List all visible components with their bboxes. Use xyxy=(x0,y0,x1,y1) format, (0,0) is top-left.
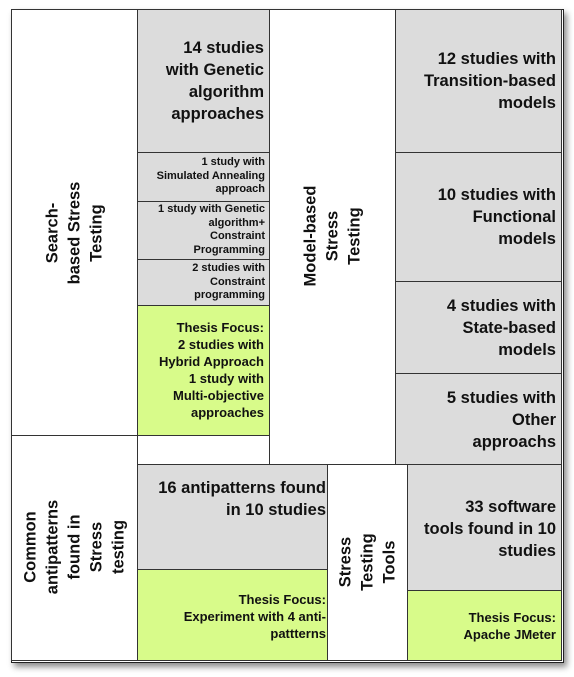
tools-thesis-focus-cell xyxy=(407,590,562,661)
constraint-programming-text: 2 studies with Constraint programming xyxy=(192,262,265,301)
simulated-annealing-cell xyxy=(137,152,270,202)
model-based-header-cell xyxy=(269,9,396,465)
functional-models-text: 10 studies with Functional models xyxy=(437,186,556,248)
simulated-annealing-text: 1 study with Simulated Annealing approac… xyxy=(156,156,265,195)
model-based-heading: Model-based Stress Testing xyxy=(301,185,364,287)
other-approaches-text: 5 studies with Other approachs xyxy=(446,389,556,451)
antipatterns-thesis-focus-text: Thesis Focus: Experiment with 4 anti- pa… xyxy=(183,592,326,641)
state-models-text: 4 studies with State-based models xyxy=(446,297,556,359)
antipatterns-heading: Common antipatterns found in Stress test… xyxy=(21,499,128,595)
antipatterns-thesis-focus-cell xyxy=(137,569,328,661)
tools-heading: Stress Testing Tools xyxy=(336,533,399,591)
search-thesis-focus-cell xyxy=(137,305,270,436)
search-based-heading: Search- based Stress Testing xyxy=(43,181,106,285)
transition-models-text: 12 studies with Transition-based models xyxy=(423,50,556,112)
functional-models-cell xyxy=(395,152,562,282)
search-based-header-cell xyxy=(11,9,138,436)
search-thesis-focus-text: Thesis Focus: 2 studies with Hybrid Appr… xyxy=(159,320,264,420)
genetic-constraint-text: 1 study with Genetic algorithm+ Constrai… xyxy=(158,203,265,256)
antipatterns-found-text: 16 antipatterns found in 10 studies xyxy=(158,479,326,519)
tools-found-text: 33 software tools found in 10 studies xyxy=(424,498,556,560)
transition-models-cell xyxy=(395,9,562,153)
antipatterns-header-cell xyxy=(11,435,138,661)
state-models-cell xyxy=(395,281,562,374)
tools-header-cell xyxy=(327,464,408,661)
tools-found-cell xyxy=(407,464,562,591)
constraint-programming-cell xyxy=(137,259,270,306)
genetic-algorithm-text: 14 studies with Genetic algorithm approa… xyxy=(165,39,264,123)
tools-thesis-focus-text: Thesis Focus: Apache JMeter xyxy=(463,610,556,642)
other-approaches-cell xyxy=(395,373,562,465)
